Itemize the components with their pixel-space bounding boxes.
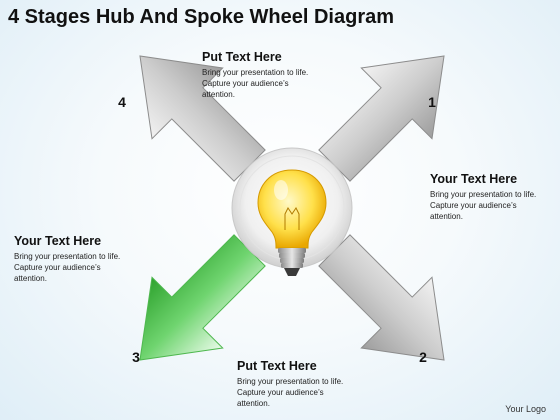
text-block-left-heading: Your Text Here bbox=[14, 234, 102, 248]
text-block-right-body: Bring your presentation to life. Capture… bbox=[430, 190, 537, 221]
stage-3-arrow bbox=[139, 234, 266, 361]
text-block-bottom-body: Bring your presentation to life. Capture… bbox=[237, 377, 344, 408]
logo-text: Your Logo bbox=[505, 404, 546, 414]
text-block-top-body: Bring your presentation to life. Capture… bbox=[202, 68, 309, 99]
text-block-left: Your Text Here Bring your presentation t… bbox=[14, 234, 124, 284]
text-block-bottom: Put Text Here Bring your presentation to… bbox=[237, 359, 347, 409]
text-block-top-heading: Put Text Here bbox=[202, 50, 282, 64]
stage-1-arrow bbox=[318, 55, 445, 182]
text-block-top: Put Text Here Bring your presentation to… bbox=[202, 50, 312, 100]
stage-2-number: 2 bbox=[419, 349, 427, 365]
stage-1-number: 1 bbox=[428, 94, 436, 110]
stage-4-arrow bbox=[139, 55, 266, 182]
stage-4-number: 4 bbox=[118, 94, 126, 110]
text-block-left-body: Bring your presentation to life. Capture… bbox=[14, 252, 121, 283]
light-bulb-icon bbox=[257, 169, 327, 276]
text-block-right: Your Text Here Bring your presentation t… bbox=[430, 172, 540, 222]
stage-3-number: 3 bbox=[132, 349, 140, 365]
stage-2-arrow bbox=[318, 234, 445, 361]
page-title: 4 Stages Hub And Spoke Wheel Diagram bbox=[8, 6, 395, 28]
text-block-bottom-heading: Put Text Here bbox=[237, 359, 317, 373]
text-block-right-heading: Your Text Here bbox=[430, 172, 518, 186]
